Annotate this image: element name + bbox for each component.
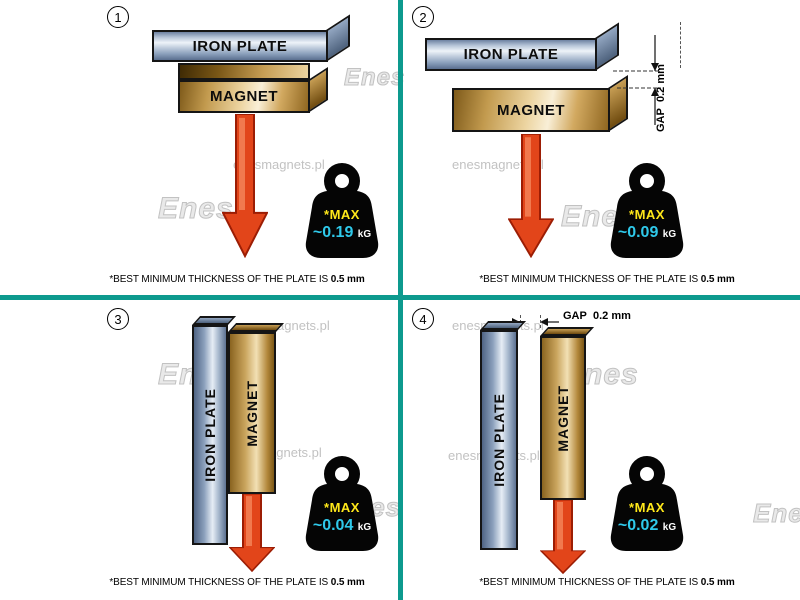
iron-plate: IRON PLATE — [425, 38, 597, 71]
force-unit: kG — [357, 229, 372, 240]
gap-label: GAP 0.2 mm — [655, 22, 667, 132]
magnet-label: MAGNET — [555, 384, 571, 452]
iron-plate-top-face — [192, 316, 237, 325]
iron-plate: IRON PLATE — [192, 325, 228, 545]
panel-number-badge: 4 — [412, 308, 434, 330]
panel-number-badge: 2 — [412, 6, 434, 28]
enes-logo-watermark: Enes — [158, 192, 234, 226]
panel-number-badge: 1 — [107, 6, 129, 28]
gap-word: GAP — [655, 108, 667, 132]
magnet-top-face — [178, 63, 310, 80]
magnet: MAGNET — [178, 80, 310, 113]
panel-number-badge: 3 — [107, 308, 129, 330]
weight-icon: *MAX ~0.19 kG — [300, 162, 384, 262]
gap-extension-line — [540, 315, 541, 328]
magnet: MAGNET — [228, 332, 276, 494]
magnet-side-face — [308, 67, 328, 113]
gap-label: GAP 0.2 mm — [563, 310, 631, 322]
enes-logo-watermark: Enes — [343, 64, 406, 92]
max-label: *MAX — [629, 500, 665, 515]
panel-number: 3 — [114, 311, 122, 327]
force-value-row: ~0.04 kG — [300, 517, 384, 535]
magnet: MAGNET — [452, 88, 610, 132]
pull-direction-arrow-icon — [508, 134, 554, 258]
footnote: *BEST MINIMUM THICKNESS OF THE PLATE IS … — [403, 577, 800, 588]
iron-plate-side-face — [326, 14, 350, 62]
divider-horizontal — [0, 295, 800, 300]
iron-plate: IRON PLATE — [480, 330, 518, 550]
footnote: *BEST MINIMUM THICKNESS OF THE PLATE IS … — [0, 274, 398, 285]
quadrant-4: enesmagnets.pl enesmagnets.pl Enes Enes … — [403, 300, 800, 600]
weight-icon: *MAX ~0.04 kG — [300, 455, 384, 555]
kettlebell-shape — [305, 456, 379, 551]
max-label: *MAX — [324, 500, 360, 515]
panel-number: 1 — [114, 9, 122, 25]
footnote-text: *BEST MINIMUM THICKNESS OF THE PLATE IS — [109, 577, 329, 588]
force-value: ~0.19 — [312, 224, 354, 241]
magnet-label: MAGNET — [497, 101, 565, 119]
magnet-label: MAGNET — [244, 379, 260, 447]
centerline-dash — [680, 22, 681, 68]
gap-word: GAP — [563, 310, 587, 322]
force-value: ~0.04 — [312, 517, 354, 534]
footnote-value: 0.5 mm — [330, 577, 365, 588]
pull-direction-arrow-icon — [222, 114, 268, 258]
force-value-row: ~0.19 kG — [300, 224, 384, 242]
max-label: *MAX — [629, 207, 665, 222]
pull-direction-arrow-icon — [540, 500, 586, 574]
magnet: MAGNET — [540, 336, 586, 500]
quadrant-3: enesmagnets.pl enesmagnets.pl Enes Enes … — [0, 300, 401, 600]
gap-dimension-lines — [613, 35, 661, 125]
kettlebell-shape — [610, 163, 684, 258]
panel-number: 2 — [419, 9, 427, 25]
kettlebell-shape — [305, 163, 379, 258]
iron-plate-label: IRON PLATE — [463, 46, 559, 63]
force-value-row: ~0.09 kG — [605, 224, 689, 242]
magnet-top-face — [228, 323, 285, 332]
footnote-value: 0.5 mm — [700, 274, 735, 285]
iron-plate: IRON PLATE — [152, 30, 328, 62]
gap-value: 0.2 mm — [655, 64, 667, 103]
footnote: *BEST MINIMUM THICKNESS OF THE PLATE IS … — [0, 577, 398, 588]
force-value: ~0.02 — [617, 517, 659, 534]
watermark-text: enesmagnets.pl — [233, 157, 325, 172]
iron-plate-label: IRON PLATE — [491, 393, 507, 487]
weight-icon: *MAX ~0.02 kG — [605, 455, 689, 555]
iron-plate-label: IRON PLATE — [192, 37, 288, 55]
footnote-text: *BEST MINIMUM THICKNESS OF THE PLATE IS — [479, 577, 699, 588]
watermark-text: enesmagnets.pl — [452, 157, 544, 172]
force-unit: kG — [662, 229, 677, 240]
iron-plate-top-face — [480, 321, 527, 330]
force-unit: kG — [662, 522, 677, 533]
force-value: ~0.09 — [617, 224, 659, 241]
footnote-text: *BEST MINIMUM THICKNESS OF THE PLATE IS — [109, 274, 329, 285]
magnet-label: MAGNET — [210, 88, 278, 105]
footnote-text: *BEST MINIMUM THICKNESS OF THE PLATE IS — [479, 274, 699, 285]
divider-vertical — [398, 0, 403, 600]
panel-number: 4 — [419, 311, 427, 327]
pull-direction-arrow-icon — [229, 494, 275, 572]
force-value-row: ~0.02 kG — [605, 517, 689, 535]
kettlebell-shape — [610, 456, 684, 551]
gap-extension-line — [520, 315, 521, 323]
iron-plate-label: IRON PLATE — [202, 388, 218, 482]
enes-logo-watermark: Enes — [752, 498, 800, 529]
max-label: *MAX — [324, 207, 360, 222]
footnote: *BEST MINIMUM THICKNESS OF THE PLATE IS … — [403, 274, 800, 285]
magnet-top-face — [540, 327, 595, 336]
weight-icon: *MAX ~0.09 kG — [605, 162, 689, 262]
quadrant-2: enesmagnets.pl Enes 2 IRON PLATE MAGNET … — [403, 0, 800, 295]
quadrant-1: enesmagnets.pl Enes Enes 1 IRON PLATE MA… — [0, 0, 405, 295]
footnote-value: 0.5 mm — [330, 274, 365, 285]
force-unit: kG — [357, 522, 372, 533]
gap-value: 0.2 mm — [592, 310, 631, 322]
footnote-value: 0.5 mm — [700, 577, 735, 588]
